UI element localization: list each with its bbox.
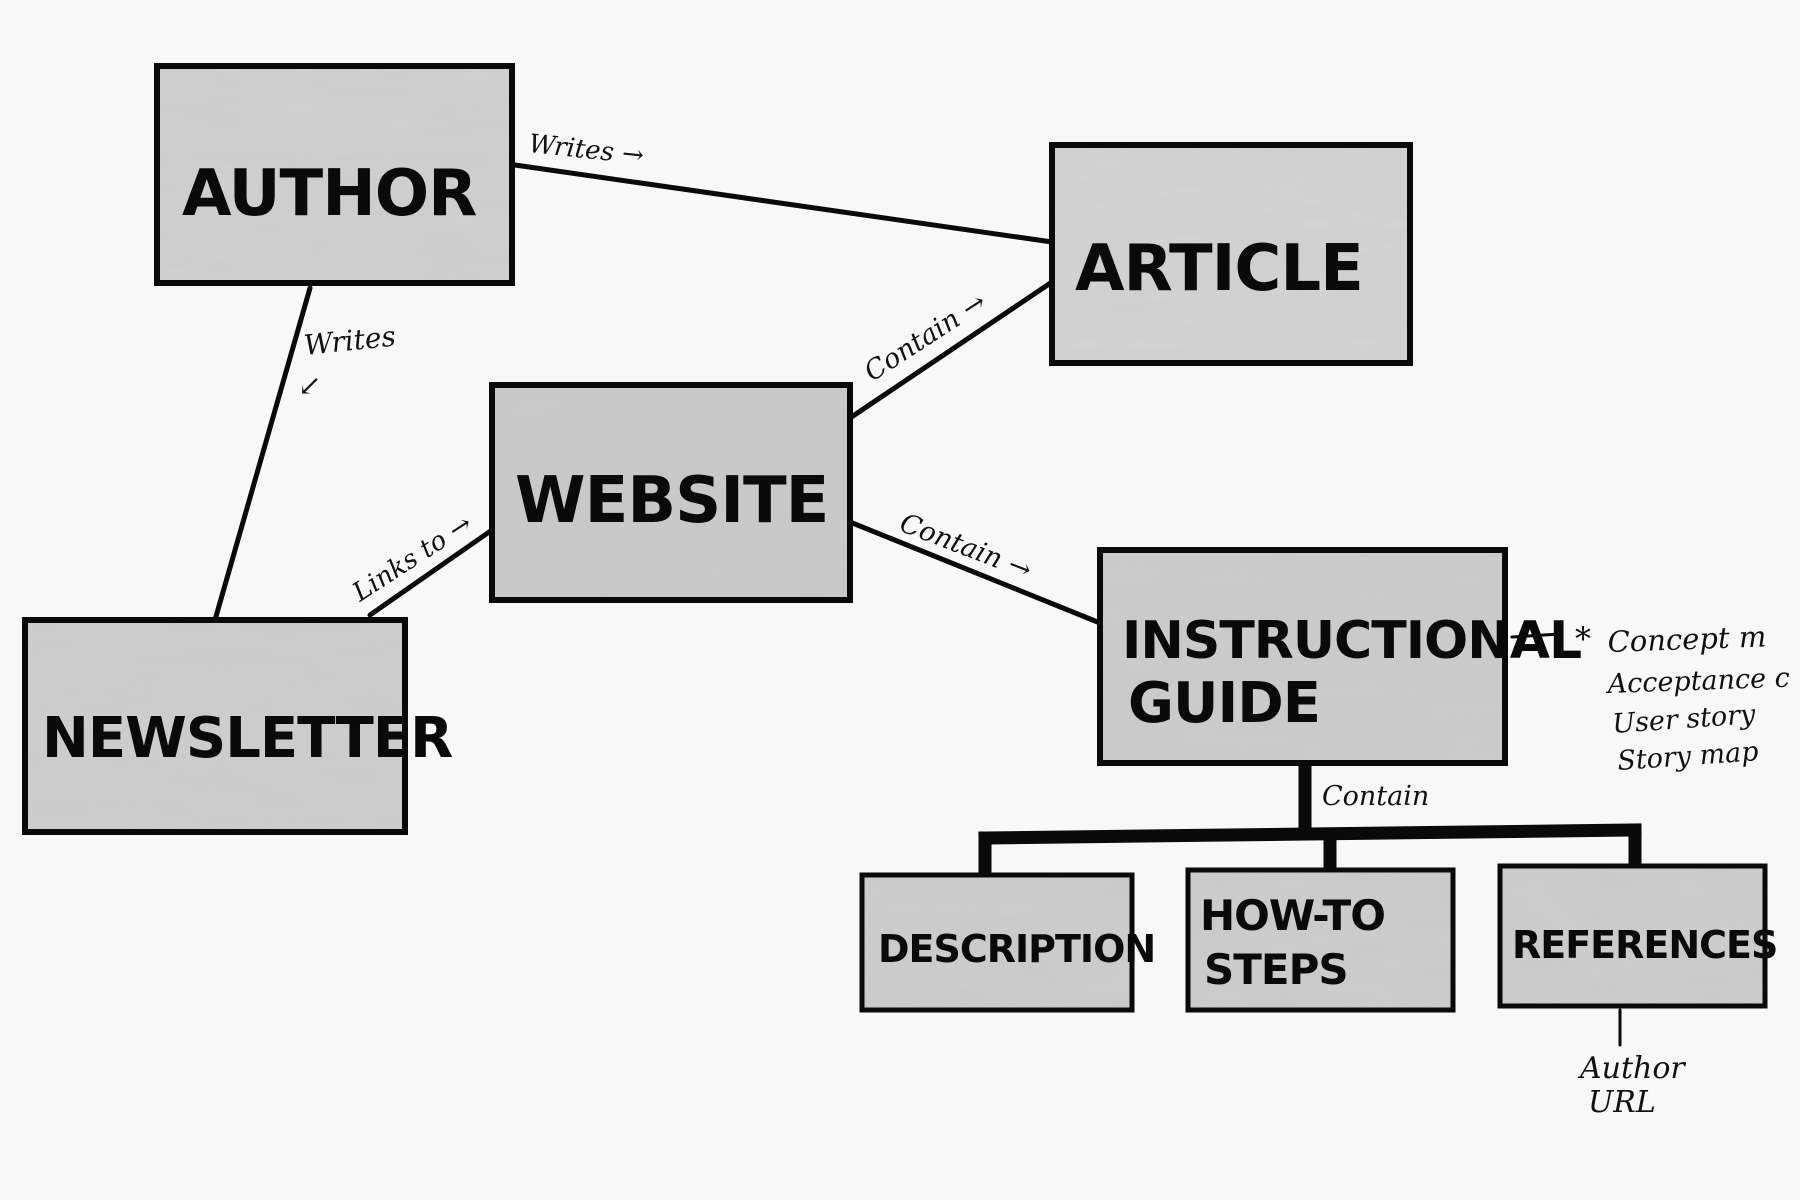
node-newsletter-label: NEWSLETTER — [42, 706, 452, 771]
node-website[interactable]: WEBSITE — [489, 382, 853, 603]
connectors — [212, 162, 1622, 1047]
edge-label-author-newsletter: Writes — [302, 320, 397, 362]
edge-website-guide — [847, 519, 1103, 626]
node-author[interactable]: AUTHOR — [154, 63, 515, 286]
tree-connector — [978, 756, 1642, 882]
note-references-line-2: URL — [1588, 1085, 1656, 1120]
note-references: Author URL — [1577, 1051, 1686, 1120]
node-how-to-steps-line2: STEPS — [1204, 945, 1348, 994]
node-how-to-steps[interactable]: HOW-TO STEPS — [1185, 867, 1456, 1013]
node-description[interactable]: DESCRIPTION — [859, 872, 1156, 1013]
edge-author-newsletter — [212, 285, 313, 623]
edge-label-author-newsletter-arrow: ↙ — [298, 369, 321, 402]
node-instructional-guide[interactable]: INSTRUCTIONAL GUIDE — [1097, 547, 1582, 766]
node-author-label: AUTHOR — [182, 157, 476, 231]
edge-label-guide-children: Contain — [1322, 781, 1429, 812]
node-newsletter[interactable]: NEWSLETTER — [22, 617, 453, 835]
edge-website-article — [847, 279, 1055, 421]
edge-guide-note — [1510, 632, 1562, 639]
node-references[interactable]: REFERENCES — [1497, 863, 1778, 1009]
note-guide-line-2: Acceptance c — [1604, 663, 1790, 700]
edge-label-author-article: Writes → — [527, 129, 645, 171]
edge-author-article — [512, 162, 1055, 245]
note-guide-line-4: Story map — [1616, 736, 1759, 777]
node-how-to-steps-line1: HOW-TO — [1200, 891, 1385, 940]
note-references-line-1: Author — [1577, 1051, 1686, 1086]
edge-label-newsletter-website: Links to → — [347, 509, 478, 609]
node-instructional-guide-line2: GUIDE — [1128, 671, 1320, 736]
node-article[interactable]: ARTICLE — [1049, 142, 1413, 366]
node-description-label: DESCRIPTION — [878, 927, 1155, 971]
node-references-label: REFERENCES — [1512, 923, 1777, 967]
note-guide: * Concept m Acceptance c User story Stor… — [1575, 619, 1790, 777]
note-guide-marker: * — [1575, 620, 1591, 658]
node-website-label: WEBSITE — [515, 464, 828, 538]
note-guide-line-1: Concept m — [1607, 619, 1767, 659]
node-article-label: ARTICLE — [1075, 232, 1363, 306]
node-instructional-guide-line1: INSTRUCTIONAL — [1122, 611, 1581, 671]
edge-newsletter-website — [367, 527, 495, 618]
note-guide-line-3: User story — [1611, 699, 1757, 740]
